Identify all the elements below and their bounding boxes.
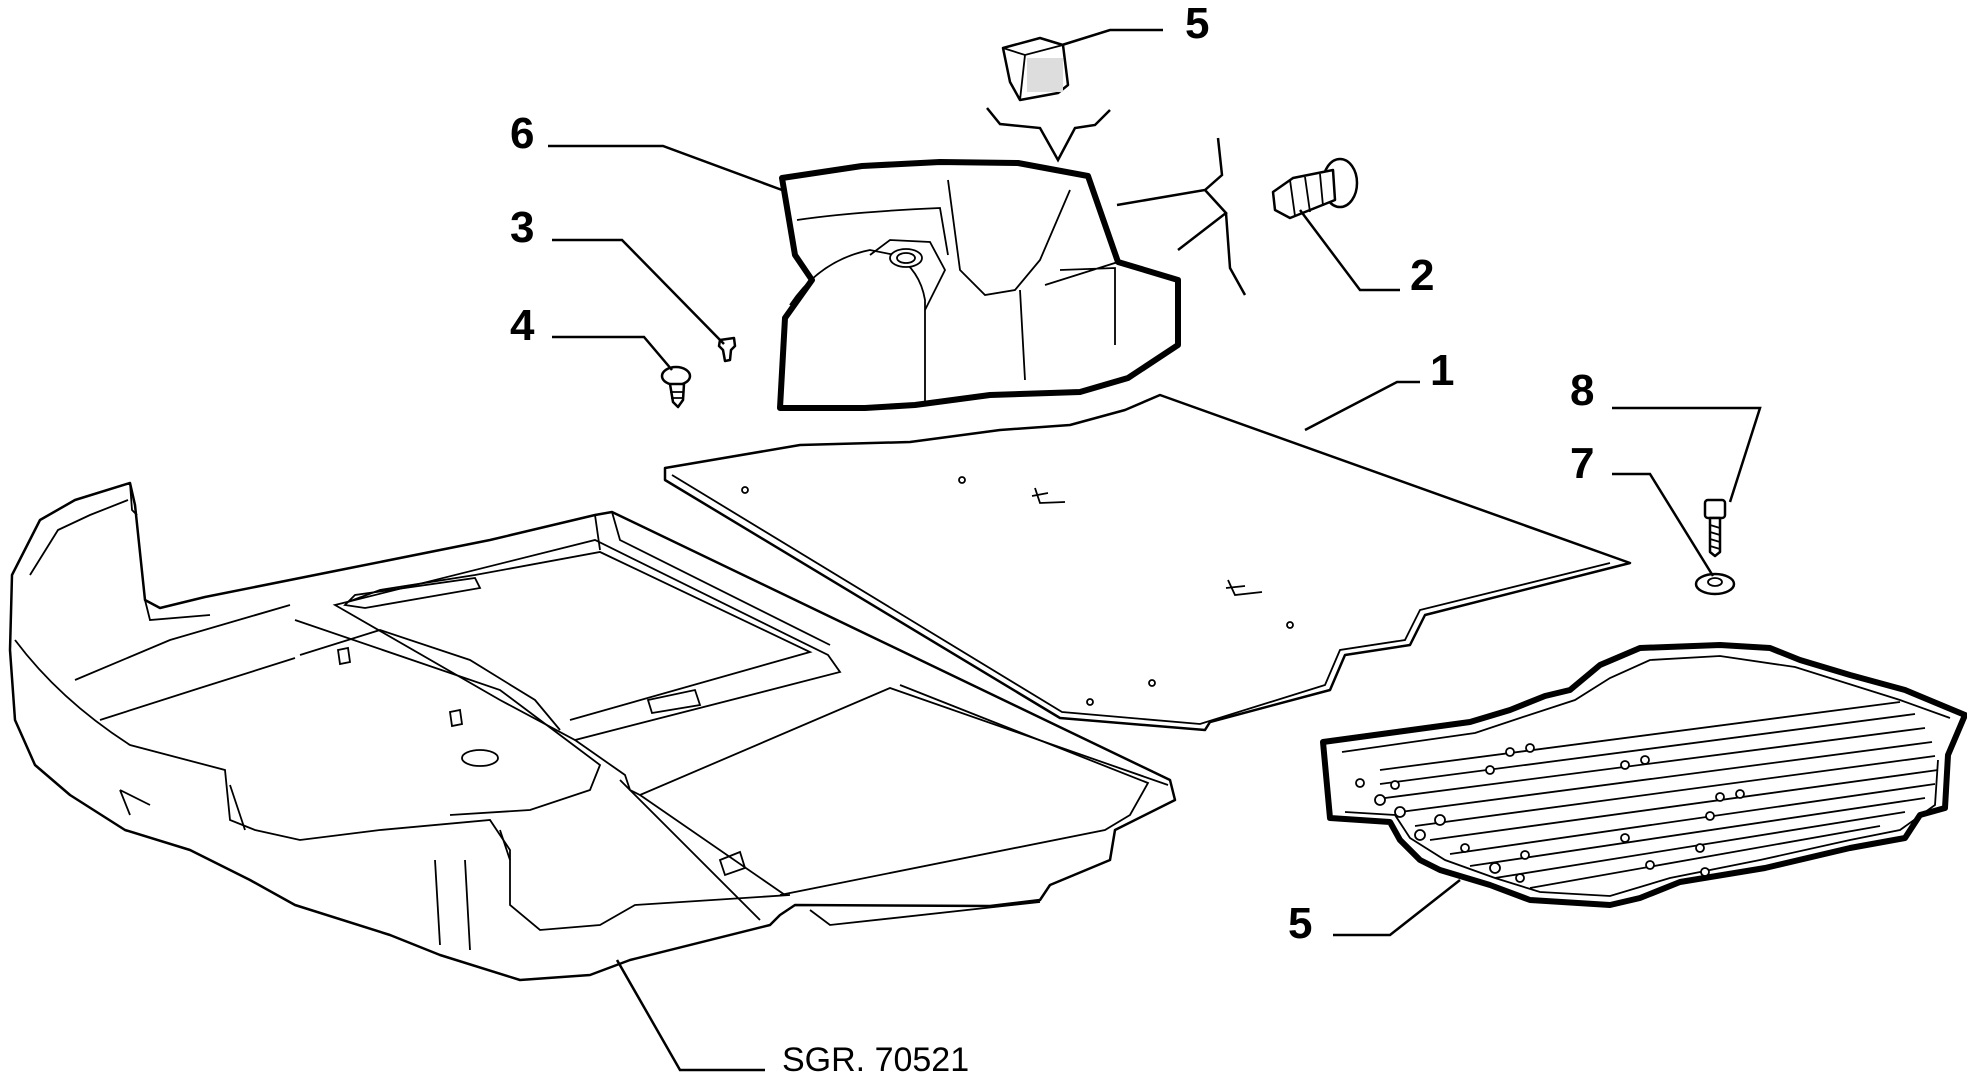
leader-2 (1299, 209, 1400, 292)
leader-3 (552, 238, 725, 345)
callout-1: 1 (1430, 346, 1454, 395)
part-5-small-block (1001, 36, 1070, 102)
leader-6 (548, 144, 783, 192)
part-5-ribbed-mat (1320, 642, 1967, 908)
leader-8 (1612, 406, 1762, 503)
part-1-floor-panel (663, 393, 1632, 732)
part-2-push-clip (1271, 157, 1359, 220)
callout-6: 6 (510, 109, 534, 158)
callout-2: 2 (1410, 251, 1434, 300)
callout-5-top: 5 (1185, 0, 1209, 48)
attachment-bracket-top (986, 107, 1111, 163)
part-6-side-trim (777, 159, 1181, 411)
attachment-bracket-right (1116, 137, 1247, 296)
part-4-clip (660, 365, 692, 409)
callout-4: 4 (510, 301, 535, 350)
callout-8: 8 (1570, 366, 1594, 415)
mat-ribs (1379, 701, 1939, 889)
callout-3: 3 (510, 203, 534, 252)
reference-number: SGR. 70521 (782, 1041, 969, 1074)
leader-5-top (1061, 28, 1163, 47)
part-7-nut (1694, 572, 1736, 596)
leader-1 (1304, 380, 1420, 432)
leader-sgr (615, 959, 765, 1072)
leader-lines (548, 28, 1762, 1072)
mat-holes (1355, 743, 1745, 883)
part-8-bolt (1703, 498, 1727, 558)
callout-7: 7 (1570, 439, 1594, 488)
leader-7 (1612, 472, 1715, 577)
leader-5-bottom (1333, 879, 1461, 937)
leader-4 (552, 335, 673, 371)
callout-5-bottom: 5 (1288, 899, 1312, 948)
main-floor-tray (8, 481, 1177, 982)
